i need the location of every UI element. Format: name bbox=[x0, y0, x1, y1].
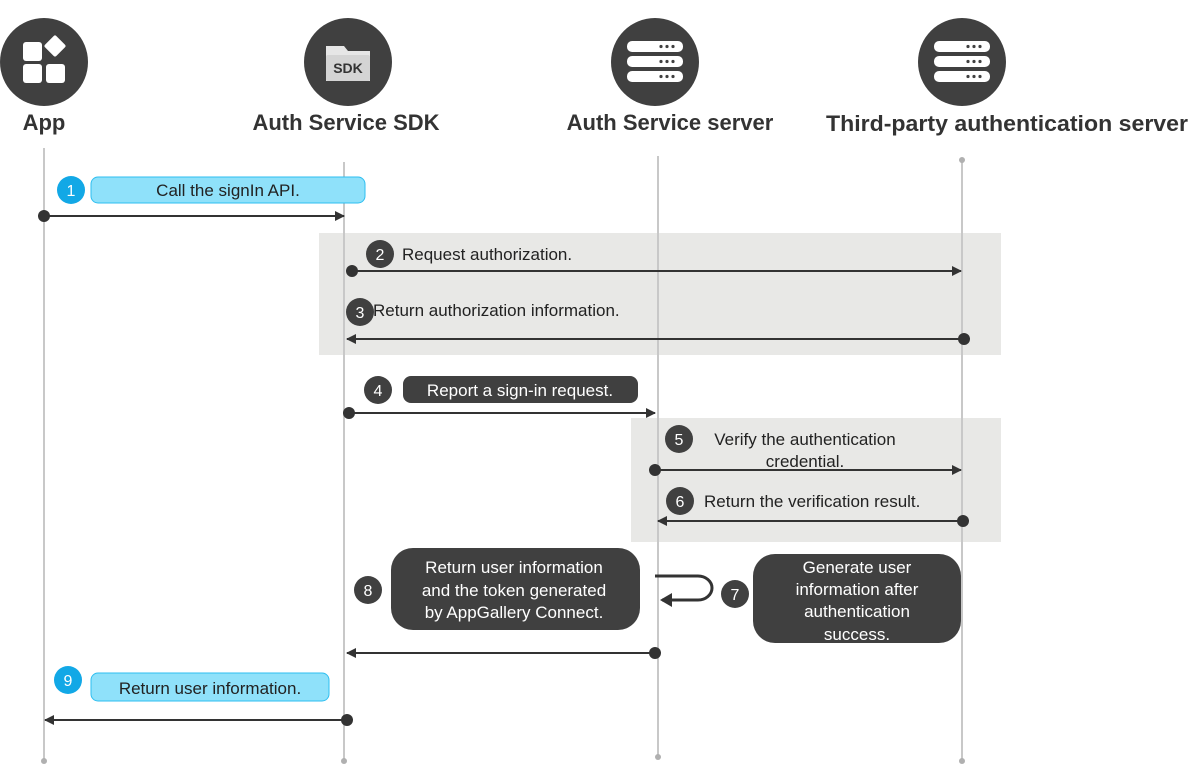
step-label-line: credential. bbox=[766, 452, 844, 471]
lifeline-end-dot bbox=[341, 758, 347, 764]
step-label: Return user information. bbox=[119, 679, 301, 698]
step-7: 7 Generate user information after authen… bbox=[655, 554, 961, 644]
step-badge bbox=[346, 298, 374, 326]
svg-text:9: 9 bbox=[64, 673, 73, 690]
step-9: 9 Return user information. bbox=[44, 666, 353, 726]
svg-text:7: 7 bbox=[731, 587, 740, 604]
step-5: 5 Verify the authentication credential. bbox=[649, 425, 962, 476]
step-label: Call the signIn API. bbox=[156, 181, 300, 200]
step-1: 1 Call the signIn API. bbox=[38, 176, 366, 222]
step-2: 2 Request authorization. bbox=[346, 240, 962, 277]
participant-label-sdk: Auth Service SDK bbox=[252, 110, 439, 135]
svg-text:3: 3 bbox=[356, 305, 365, 322]
step-6: 6 Return the verification result. bbox=[657, 487, 969, 527]
participant-label-third-party-server: Third-party authentication server bbox=[826, 111, 1188, 136]
self-message-arrow bbox=[655, 574, 714, 602]
step-label-box bbox=[391, 548, 640, 630]
lifeline-end-dot bbox=[959, 758, 965, 764]
lifeline-end-dot bbox=[655, 754, 661, 760]
participant-label-app: App bbox=[23, 110, 66, 135]
participant-sdk: SDK bbox=[304, 18, 392, 106]
step-badge bbox=[54, 666, 82, 694]
step-3: 3 Return authorization information. bbox=[346, 298, 970, 345]
step-label-line: success. bbox=[824, 625, 890, 644]
svg-text:5: 5 bbox=[675, 432, 684, 449]
step-badge bbox=[364, 376, 392, 404]
step-badge bbox=[354, 576, 382, 604]
lifeline-end-dot bbox=[959, 157, 965, 163]
step-label-line: by AppGallery Connect. bbox=[425, 603, 604, 622]
step-label: Return the verification result. bbox=[704, 492, 920, 511]
step-label-line: Verify the authentication bbox=[714, 430, 895, 449]
step-label-line: Generate user bbox=[803, 558, 912, 577]
step-label: Report a sign-in request. bbox=[427, 381, 613, 400]
step-4: 4 Report a sign-in request. bbox=[343, 376, 656, 419]
step-badge bbox=[721, 580, 749, 608]
svg-text:8: 8 bbox=[364, 583, 373, 600]
step-8: 8 Return user information and the token … bbox=[346, 548, 661, 659]
app-grid-icon bbox=[0, 18, 88, 106]
step-badge bbox=[366, 240, 394, 268]
step-label-box bbox=[403, 376, 638, 403]
svg-text:2: 2 bbox=[376, 247, 385, 264]
step-label: Request authorization. bbox=[402, 245, 572, 264]
participant-app bbox=[0, 18, 88, 106]
lifeline-end-dot bbox=[41, 758, 47, 764]
sdk-icon-text: SDK bbox=[333, 60, 363, 76]
svg-text:6: 6 bbox=[676, 494, 685, 511]
svg-text:4: 4 bbox=[374, 383, 383, 400]
participant-auth-server bbox=[611, 18, 699, 106]
step-label-line: Return user information bbox=[425, 558, 603, 577]
step-label-line: and the token generated bbox=[422, 581, 606, 600]
step-badge bbox=[665, 425, 693, 453]
svg-text:1: 1 bbox=[67, 183, 76, 200]
group-authorization bbox=[319, 233, 1001, 355]
step-label-line: information after bbox=[796, 580, 919, 599]
participant-label-auth-server: Auth Service server bbox=[567, 110, 774, 135]
step-label-box bbox=[753, 554, 961, 643]
step-badge bbox=[57, 176, 85, 204]
lifeline-ends bbox=[41, 157, 965, 764]
step-label-line: authentication bbox=[804, 602, 910, 621]
step-label-box bbox=[90, 672, 330, 702]
step-label-box bbox=[90, 176, 366, 204]
step-label: Return authorization information. bbox=[373, 301, 620, 320]
participant-third-party-server bbox=[918, 18, 1006, 106]
step-badge bbox=[666, 487, 694, 515]
